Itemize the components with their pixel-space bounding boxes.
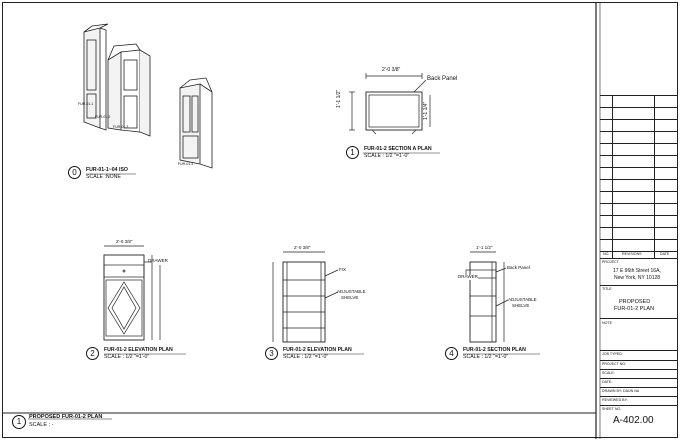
project-label: PROJECT — [602, 260, 619, 264]
field-date: DATE: — [602, 380, 613, 384]
view-number-bubble: 4 — [445, 347, 458, 360]
dimension-width: 2'-0 3/8" — [294, 245, 311, 250]
view-number-bubble: 3 — [265, 347, 278, 360]
view-title: FUR-01-2 ELEVATION PLAN — [283, 347, 352, 353]
view-scale: SCALE :NONE — [86, 174, 121, 180]
sheet-number-bubble: 1 — [12, 415, 26, 429]
callout-shelve: SHELVE — [341, 295, 359, 300]
dimension-depth: 1'-1 1/2" — [336, 89, 342, 108]
callout-back-panel: Back Panel — [427, 76, 458, 82]
note-label: NOTE — [602, 321, 612, 325]
title-label: TITLE — [602, 287, 612, 291]
caption-underlines — [28, 152, 540, 420]
iso-cabinets — [83, 23, 213, 169]
side-section — [465, 251, 509, 343]
rev-header-revisions: REVISIONS — [622, 252, 642, 256]
view-title: FUR-01-2 SECTION PLAN — [463, 347, 526, 353]
callout-back-panel: Back Panel — [507, 265, 530, 270]
callout-adjustable: ADJUSTABLE — [508, 297, 537, 302]
field-reviewed-by: REVIEWED BY: — [602, 398, 628, 402]
callout-drawer: DRAWER — [458, 274, 478, 280]
field-scale: SCALE: — [602, 371, 615, 375]
iso-tag-4: FUR-01-4 — [178, 162, 194, 166]
callout-adjustable: ADJUSTABLE — [337, 289, 366, 294]
callout-shelve: SHELVE — [512, 303, 530, 308]
drawing-title-line1: PROPOSED — [619, 299, 651, 305]
project-address-line2: New York, NY 10128 — [614, 275, 661, 281]
view-scale: SCALE : 1/2 "=1'-0" — [104, 354, 150, 360]
dimension-width: 2'-0 3/8" — [116, 239, 133, 244]
callout-drawer: DRAWER — [148, 258, 168, 263]
sheet-title: PROPOSED FUR-01-2 PLAN — [29, 414, 103, 420]
view-title: FUR-01-2 SECTION A PLAN — [364, 146, 432, 152]
field-project-no: PROJECT NO: — [602, 362, 627, 366]
project-address-line1: 17 E 96th Street 16A, — [613, 268, 661, 274]
section-a-plan — [349, 73, 431, 135]
dimension-inner: 1'-1 1/4" — [423, 101, 429, 120]
drawing-title-line2: FUR-01-2 PLAN — [614, 306, 655, 312]
view-number-bubble: 2 — [86, 347, 99, 360]
rev-header-date: DATE — [660, 252, 670, 256]
elevation-cabinet — [103, 245, 161, 341]
rev-header-no: NO. — [603, 252, 610, 256]
dimension-width: 2'-0 3/8" — [382, 67, 401, 73]
view-number-bubble: 0 — [68, 166, 81, 179]
view-number-bubble: 1 — [346, 146, 359, 159]
iso-tag-2: FUR-01-2 — [95, 115, 111, 119]
dimension-depth: 1'-1 1/2" — [476, 245, 493, 250]
field-drawn-by: DRAWN BY: DAUN NA — [602, 389, 640, 393]
view-title: FUR-01-1~04 ISO — [86, 167, 128, 173]
field-job-typed: JOB TYPED: — [602, 352, 623, 356]
iso-tag-3: FUR-01-3 — [113, 125, 129, 129]
sheet-scale: SCALE : - — [29, 422, 54, 428]
iso-tag-1: FUR-01-1 — [78, 102, 94, 106]
shelf-section — [272, 251, 339, 343]
view-scale: SCALE : 1/2 "=1'-0" — [283, 354, 329, 360]
view-scale: SCALE : 1/2 "=1'-0" — [364, 153, 410, 159]
field-sheet-no: SHEET NO. — [602, 407, 622, 411]
sheet-number: A-402.00 — [613, 415, 654, 426]
callout-fix: FIX — [339, 267, 347, 272]
view-scale: SCALE : 1/2 "=1'-0" — [463, 354, 509, 360]
view-title: FUR-01-2 ELEVATION PLAN — [104, 347, 173, 353]
